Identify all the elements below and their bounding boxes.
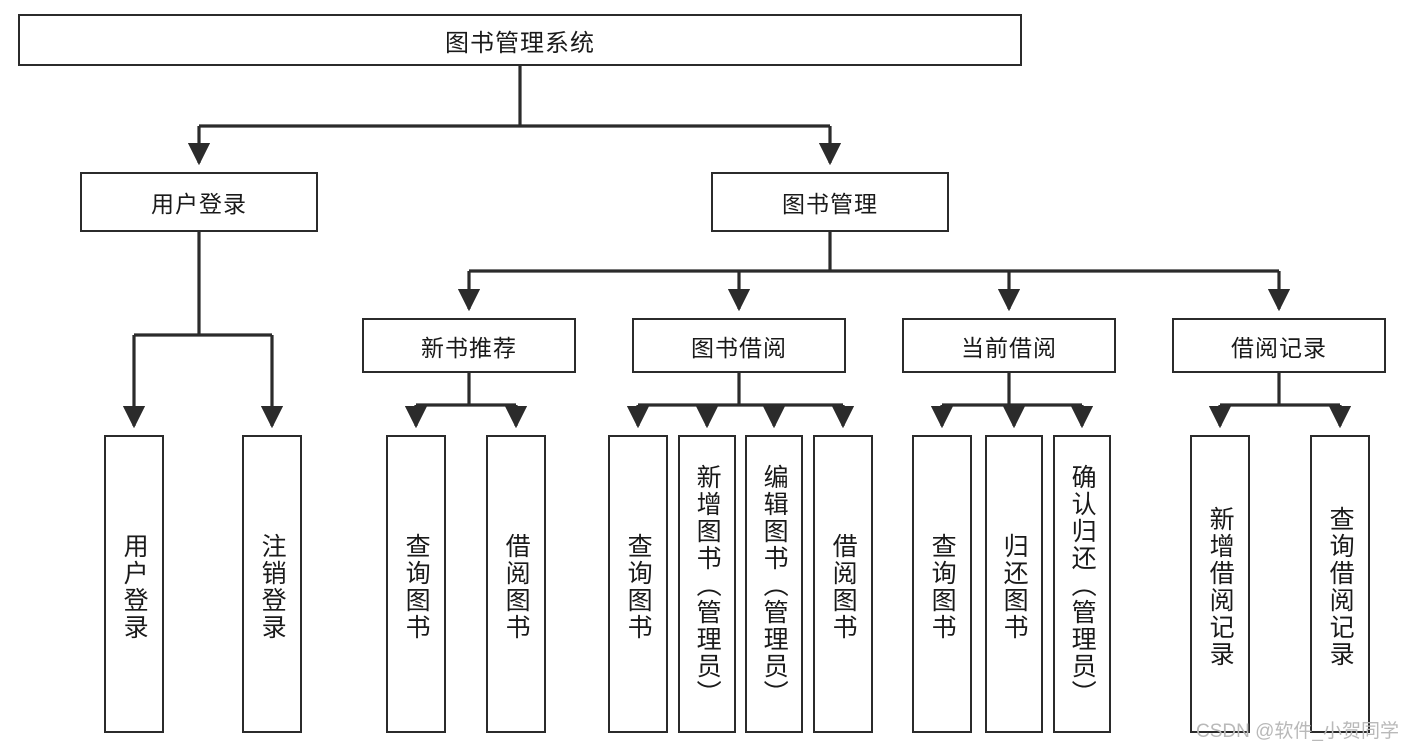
leaf-label: 查询图书 xyxy=(928,533,957,641)
leaf-label: 新增图书（管理员） xyxy=(693,463,722,707)
leaf-query-book-rec[interactable]: 查询图书 xyxy=(386,435,446,733)
leaf-add-book-admin[interactable]: 新增图书（管理员） xyxy=(678,435,736,733)
leaf-user-logout[interactable]: 注销登录 xyxy=(242,435,302,733)
leaf-label: 注销登录 xyxy=(258,533,287,641)
leaf-label: 确认归还（管理员） xyxy=(1068,463,1097,707)
node-new-book-recommend[interactable]: 新书推荐 xyxy=(362,318,576,373)
leaf-edit-book-admin[interactable]: 编辑图书（管理员） xyxy=(745,435,803,733)
leaf-add-borrow-record[interactable]: 新增借阅记录 xyxy=(1190,435,1250,733)
node-book-borrow[interactable]: 图书借阅 xyxy=(632,318,846,373)
leaf-label: 借阅图书 xyxy=(829,533,858,641)
leaf-return-book[interactable]: 归还图书 xyxy=(985,435,1043,733)
leaf-confirm-return-admin[interactable]: 确认归还（管理员） xyxy=(1053,435,1111,733)
leaf-query-book-borrow[interactable]: 查询图书 xyxy=(608,435,668,733)
leaf-label: 查询图书 xyxy=(624,533,653,641)
node-user-login[interactable]: 用户登录 xyxy=(80,172,318,232)
leaf-borrow-book[interactable]: 借阅图书 xyxy=(813,435,873,733)
leaf-label: 查询图书 xyxy=(402,533,431,641)
leaf-user-login[interactable]: 用户登录 xyxy=(104,435,164,733)
node-current-borrow[interactable]: 当前借阅 xyxy=(902,318,1116,373)
node-root-system[interactable]: 图书管理系统 xyxy=(18,14,1022,66)
leaf-label: 编辑图书（管理员） xyxy=(760,463,789,707)
leaf-label: 用户登录 xyxy=(120,533,149,641)
leaf-query-book-current[interactable]: 查询图书 xyxy=(912,435,972,733)
node-borrow-record[interactable]: 借阅记录 xyxy=(1172,318,1386,373)
leaf-label: 查询借阅记录 xyxy=(1326,506,1355,668)
leaf-label: 借阅图书 xyxy=(502,533,531,641)
node-book-manage[interactable]: 图书管理 xyxy=(711,172,949,232)
leaf-borrow-book-rec[interactable]: 借阅图书 xyxy=(486,435,546,733)
csdn-watermark: CSDN @软件_小贺同学 xyxy=(1196,721,1399,742)
leaf-label: 归还图书 xyxy=(1000,533,1029,641)
leaf-query-borrow-record[interactable]: 查询借阅记录 xyxy=(1310,435,1370,733)
leaf-label: 新增借阅记录 xyxy=(1206,506,1235,668)
